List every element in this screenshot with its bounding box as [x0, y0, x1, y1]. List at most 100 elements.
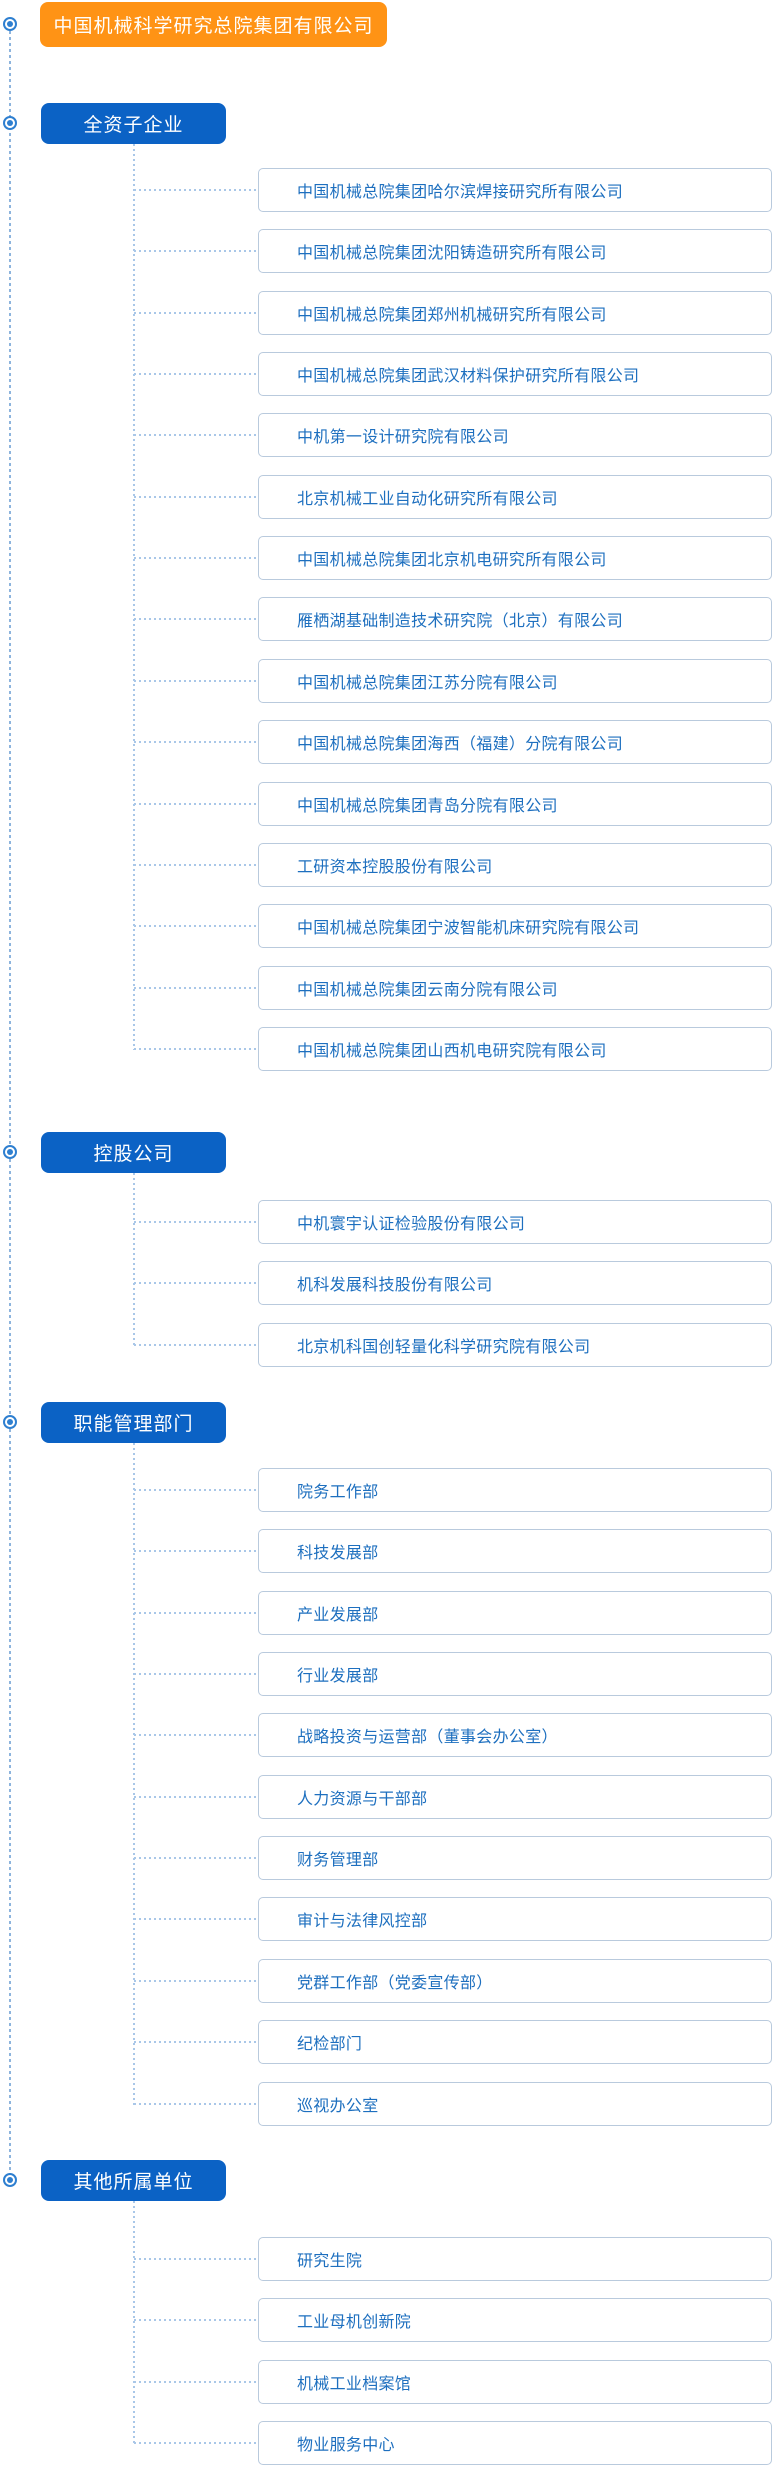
- org-item[interactable]: 中国机械总院集团山西机电研究院有限公司: [258, 1027, 772, 1071]
- org-item-label: 物业服务中心: [297, 2437, 395, 2454]
- org-item-label: 中国机械总院集团江苏分院有限公司: [297, 675, 558, 692]
- org-item[interactable]: 工研资本控股股份有限公司: [258, 843, 772, 887]
- org-item-label: 审计与法律风控部: [297, 1913, 428, 1930]
- item-branch-dotted-line: [134, 373, 258, 375]
- item-branch-dotted-line: [134, 1550, 258, 1552]
- item-branch-dotted-line: [134, 250, 258, 252]
- org-item-label: 产业发展部: [297, 1607, 379, 1624]
- radio-bullet-icon: [3, 116, 17, 130]
- org-item[interactable]: 产业发展部: [258, 1591, 772, 1635]
- item-branch-dotted-line: [134, 987, 258, 989]
- section-header-holding-companies: 控股公司: [41, 1132, 226, 1173]
- item-branch-dotted-line: [134, 1980, 258, 1982]
- org-item[interactable]: 研究生院: [258, 2237, 772, 2281]
- org-item[interactable]: 物业服务中心: [258, 2421, 772, 2465]
- org-item-label: 中国机械总院集团云南分院有限公司: [297, 982, 558, 999]
- org-item[interactable]: 中国机械总院集团江苏分院有限公司: [258, 659, 772, 703]
- org-item[interactable]: 机科发展科技股份有限公司: [258, 1261, 772, 1305]
- org-item[interactable]: 审计与法律风控部: [258, 1897, 772, 1941]
- org-item-label: 科技发展部: [297, 1545, 379, 1562]
- item-branch-dotted-line: [134, 1918, 258, 1920]
- org-item[interactable]: 院务工作部: [258, 1468, 772, 1512]
- radio-bullet-icon: [3, 2173, 17, 2187]
- item-branch-dotted-line: [134, 312, 258, 314]
- org-item[interactable]: 北京机科国创轻量化科学研究院有限公司: [258, 1323, 772, 1367]
- section-branch-dotted-line: [133, 1173, 135, 1346]
- org-item-label: 雁栖湖基础制造技术研究院（北京）有限公司: [297, 613, 624, 630]
- item-branch-dotted-line: [134, 2103, 258, 2105]
- org-item-label: 中国机械总院集团武汉材料保护研究所有限公司: [297, 368, 640, 385]
- org-item-label: 工研资本控股股份有限公司: [297, 859, 493, 876]
- org-item[interactable]: 中机第一设计研究院有限公司: [258, 413, 772, 457]
- item-branch-dotted-line: [134, 680, 258, 682]
- section-header-label: 全资子企业: [83, 115, 184, 136]
- org-item-label: 北京机科国创轻量化科学研究院有限公司: [297, 1339, 591, 1356]
- org-item-label: 中机寰宇认证检验股份有限公司: [297, 1216, 526, 1233]
- org-item[interactable]: 中国机械总院集团哈尔滨焊接研究所有限公司: [258, 168, 772, 212]
- org-item-label: 中国机械总院集团北京机电研究所有限公司: [297, 552, 607, 569]
- org-item-label: 研究生院: [297, 2253, 363, 2270]
- org-item-label: 纪检部门: [297, 2036, 363, 2053]
- root-org-box: 中国机械科学研究总院集团有限公司: [40, 2, 387, 47]
- org-item[interactable]: 中国机械总院集团宁波智能机床研究院有限公司: [258, 904, 772, 948]
- item-branch-dotted-line: [134, 2442, 258, 2444]
- org-item[interactable]: 中国机械总院集团云南分院有限公司: [258, 966, 772, 1010]
- org-item[interactable]: 中国机械总院集团郑州机械研究所有限公司: [258, 291, 772, 335]
- item-branch-dotted-line: [134, 2381, 258, 2383]
- item-branch-dotted-line: [134, 1282, 258, 1284]
- org-item-label: 中国机械总院集团青岛分院有限公司: [297, 798, 558, 815]
- org-item[interactable]: 中国机械总院集团沈阳铸造研究所有限公司: [258, 229, 772, 273]
- org-item-label: 中机第一设计研究院有限公司: [297, 429, 509, 446]
- org-item[interactable]: 中机寰宇认证检验股份有限公司: [258, 1200, 772, 1244]
- item-branch-dotted-line: [134, 496, 258, 498]
- org-item-label: 中国机械总院集团宁波智能机床研究院有限公司: [297, 920, 640, 937]
- item-branch-dotted-line: [134, 1796, 258, 1798]
- section-header-functional-departments: 职能管理部门: [41, 1402, 226, 1443]
- section-header-label: 控股公司: [93, 1144, 174, 1165]
- org-item[interactable]: 党群工作部（党委宣传部）: [258, 1959, 772, 2003]
- org-item-label: 中国机械总院集团哈尔滨焊接研究所有限公司: [297, 184, 624, 201]
- radio-bullet-icon: [3, 1145, 17, 1159]
- item-branch-dotted-line: [134, 557, 258, 559]
- item-branch-dotted-line: [134, 925, 258, 927]
- item-branch-dotted-line: [134, 1673, 258, 1675]
- org-item-label: 中国机械总院集团沈阳铸造研究所有限公司: [297, 245, 607, 262]
- org-item[interactable]: 中国机械总院集团北京机电研究所有限公司: [258, 536, 772, 580]
- org-item-label: 巡视办公室: [297, 2098, 379, 2115]
- item-branch-dotted-line: [134, 2258, 258, 2260]
- org-item[interactable]: 中国机械总院集团青岛分院有限公司: [258, 782, 772, 826]
- org-item[interactable]: 工业母机创新院: [258, 2298, 772, 2342]
- org-item[interactable]: 中国机械总院集团海西（福建）分院有限公司: [258, 720, 772, 764]
- org-item[interactable]: 北京机械工业自动化研究所有限公司: [258, 475, 772, 519]
- section-header-label: 职能管理部门: [73, 1414, 194, 1435]
- section-branch-dotted-line: [133, 144, 135, 1050]
- org-item[interactable]: 战略投资与运营部（董事会办公室）: [258, 1713, 772, 1757]
- org-item[interactable]: 科技发展部: [258, 1529, 772, 1573]
- org-item-label: 人力资源与干部部: [297, 1791, 428, 1808]
- org-item[interactable]: 机械工业档案馆: [258, 2360, 772, 2404]
- org-item[interactable]: 雁栖湖基础制造技术研究院（北京）有限公司: [258, 597, 772, 641]
- section-header-wholly-owned-subsidiaries: 全资子企业: [41, 103, 226, 144]
- root-org-label: 中国机械科学研究总院集团有限公司: [53, 16, 374, 37]
- org-item-label: 机科发展科技股份有限公司: [297, 1277, 493, 1294]
- org-item[interactable]: 巡视办公室: [258, 2082, 772, 2126]
- org-item[interactable]: 财务管理部: [258, 1836, 772, 1880]
- org-item-label: 行业发展部: [297, 1668, 379, 1685]
- item-branch-dotted-line: [134, 741, 258, 743]
- org-item-label: 战略投资与运营部（董事会办公室）: [297, 1729, 558, 1746]
- org-item-label: 中国机械总院集团山西机电研究院有限公司: [297, 1043, 607, 1060]
- org-item[interactable]: 人力资源与干部部: [258, 1775, 772, 1819]
- item-branch-dotted-line: [134, 803, 258, 805]
- org-item-label: 财务管理部: [297, 1852, 379, 1869]
- item-branch-dotted-line: [134, 434, 258, 436]
- section-header-label: 其他所属单位: [73, 2172, 194, 2193]
- org-item[interactable]: 行业发展部: [258, 1652, 772, 1696]
- org-item-label: 北京机械工业自动化研究所有限公司: [297, 491, 558, 508]
- org-item-label: 院务工作部: [297, 1484, 379, 1501]
- org-item[interactable]: 纪检部门: [258, 2020, 772, 2064]
- item-branch-dotted-line: [134, 864, 258, 866]
- org-item[interactable]: 中国机械总院集团武汉材料保护研究所有限公司: [258, 352, 772, 396]
- item-branch-dotted-line: [134, 1612, 258, 1614]
- item-branch-dotted-line: [134, 1048, 258, 1050]
